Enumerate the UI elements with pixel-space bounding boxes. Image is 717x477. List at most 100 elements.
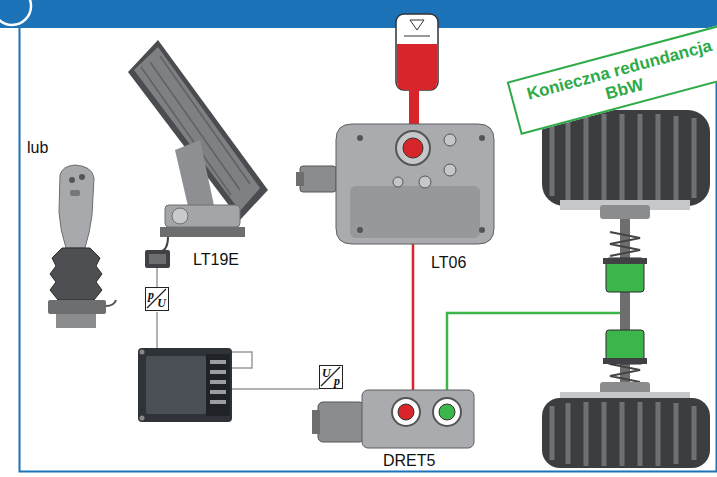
pressure-valve bbox=[433, 398, 461, 426]
axle bbox=[610, 364, 640, 382]
joystick bbox=[59, 165, 94, 248]
wheel bbox=[584, 114, 589, 202]
brake-valve bbox=[357, 227, 363, 233]
brake-valve bbox=[336, 124, 494, 244]
wheel bbox=[674, 116, 679, 200]
wheel bbox=[542, 398, 710, 468]
pressure-valve bbox=[398, 404, 414, 420]
brake-valve bbox=[350, 186, 480, 238]
joystick bbox=[70, 190, 80, 196]
transducer-symbol: Up bbox=[319, 365, 343, 389]
brake-valve bbox=[357, 135, 363, 141]
control-unit bbox=[138, 348, 232, 422]
wheel bbox=[638, 402, 643, 466]
wheel bbox=[542, 110, 710, 206]
control-unit bbox=[206, 354, 230, 416]
control-unit bbox=[138, 348, 232, 422]
brake-valve bbox=[296, 172, 304, 186]
signal-letter: U bbox=[157, 297, 166, 309]
axle bbox=[603, 205, 647, 385]
wheel bbox=[656, 114, 661, 202]
header-bar bbox=[0, 0, 31, 25]
slash-line bbox=[147, 289, 166, 308]
pedal bbox=[175, 140, 215, 215]
brake-valve bbox=[296, 124, 494, 244]
reservoir bbox=[397, 44, 437, 90]
control-unit bbox=[140, 350, 145, 355]
wheel bbox=[638, 114, 643, 202]
wheel bbox=[566, 403, 571, 464]
pressure-valve bbox=[439, 404, 455, 420]
wheel bbox=[602, 402, 607, 466]
reservoir bbox=[396, 14, 438, 90]
joystick bbox=[56, 314, 96, 328]
pressure-valve bbox=[312, 410, 320, 434]
wheel bbox=[550, 120, 555, 196]
signal-wire bbox=[232, 388, 319, 390]
brake-valve bbox=[419, 176, 431, 188]
header-bar bbox=[0, 0, 717, 28]
axle bbox=[610, 232, 640, 256]
brake-valve bbox=[396, 131, 430, 165]
control-unit bbox=[210, 380, 226, 384]
part-name: DRET5 bbox=[383, 452, 435, 470]
brake-valve bbox=[300, 166, 336, 192]
brake-valve bbox=[444, 164, 456, 176]
wheel bbox=[552, 402, 694, 466]
wheel bbox=[584, 402, 589, 466]
pedal bbox=[128, 40, 268, 268]
brake-valve bbox=[479, 227, 485, 233]
wheel bbox=[552, 114, 694, 202]
axle bbox=[603, 258, 647, 264]
joystick bbox=[69, 177, 75, 183]
part-name: LT06 bbox=[431, 254, 466, 272]
pedal bbox=[160, 237, 168, 252]
hydraulic-line-red bbox=[413, 244, 414, 404]
pressure-valve bbox=[362, 390, 474, 448]
brake-valve bbox=[444, 134, 456, 146]
pedal bbox=[165, 205, 240, 227]
wheel bbox=[692, 118, 697, 198]
part-name: LT19E bbox=[193, 251, 239, 269]
pedal bbox=[172, 208, 188, 224]
pedal bbox=[149, 254, 166, 264]
hydraulic-line-red bbox=[412, 244, 415, 404]
wheel bbox=[550, 406, 555, 460]
signal-letter: U bbox=[322, 367, 331, 379]
brake-valve bbox=[403, 138, 423, 158]
pressure-valve bbox=[318, 402, 364, 442]
pedal bbox=[145, 250, 170, 268]
axle bbox=[603, 358, 647, 364]
brake-valve bbox=[479, 135, 485, 141]
wheel bbox=[600, 205, 650, 219]
joystick bbox=[106, 300, 116, 306]
control-unit bbox=[210, 370, 226, 374]
wheel bbox=[692, 406, 697, 460]
header-bar bbox=[0, 0, 717, 28]
reservoir bbox=[410, 20, 424, 30]
pedal bbox=[128, 40, 268, 220]
wheel bbox=[674, 403, 679, 464]
signal-letter: p bbox=[334, 375, 340, 387]
wheel bbox=[542, 382, 710, 468]
joystick bbox=[48, 165, 116, 328]
joystick bbox=[50, 248, 102, 300]
control-unit bbox=[146, 356, 206, 414]
signal-letter: p bbox=[148, 289, 154, 301]
control-unit bbox=[210, 400, 226, 404]
wheel bbox=[620, 114, 625, 202]
reservoir bbox=[404, 36, 430, 37]
brake-valve bbox=[393, 177, 403, 187]
slash-line bbox=[321, 367, 340, 386]
wheel bbox=[566, 116, 571, 200]
control-unit bbox=[210, 360, 226, 404]
control-unit bbox=[210, 390, 226, 394]
pressure-valve bbox=[312, 390, 474, 448]
transducer-symbol: pU bbox=[145, 287, 169, 311]
wheel bbox=[542, 110, 710, 219]
joystick bbox=[48, 300, 106, 314]
wheel bbox=[620, 402, 625, 466]
reservoir bbox=[396, 14, 438, 130]
control-unit bbox=[140, 416, 145, 421]
alternative-note: lub bbox=[27, 139, 48, 157]
